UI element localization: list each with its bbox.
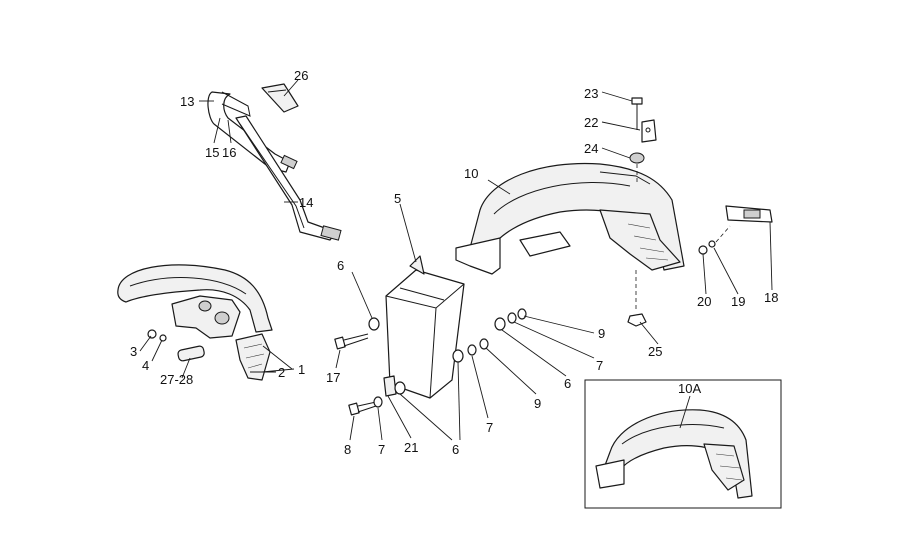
callout-labels: 13 15 16 14 26 3 4 27-28 2 1 5 6 17 8 7 … [130, 68, 778, 457]
label-7-lower: 7 [486, 420, 493, 435]
license-bracket-part [385, 255, 465, 399]
label-26: 26 [294, 68, 308, 83]
label-27-28: 27-28 [160, 372, 193, 387]
rear-fender-part [455, 162, 685, 275]
label-21: 21 [404, 440, 418, 455]
label-14: 14 [299, 195, 313, 210]
label-10a: 10A [678, 381, 701, 396]
nut-part-25 [627, 270, 647, 327]
front-fender-part [117, 264, 273, 381]
leader-lines [139, 79, 773, 441]
label-6-upper: 6 [337, 258, 344, 273]
washer-stack-upper [368, 308, 527, 331]
label-5: 5 [394, 191, 401, 206]
label-22: 22 [584, 115, 598, 130]
label-25: 25 [648, 344, 662, 359]
label-15: 15 [205, 145, 219, 160]
reflector-part [698, 205, 773, 255]
label-6-lower: 6 [452, 442, 459, 457]
label-17: 17 [326, 370, 340, 385]
label-19: 19 [731, 294, 745, 309]
label-16: 16 [222, 145, 236, 160]
label-7-lower-left: 7 [378, 442, 385, 457]
washer-stack-lower [373, 338, 489, 408]
label-20: 20 [697, 294, 711, 309]
bolt-part-8 [348, 401, 377, 416]
label-23: 23 [584, 86, 598, 101]
label-9-right: 9 [598, 326, 605, 341]
grab-rail-part [207, 91, 342, 241]
plate-part-26 [261, 83, 299, 113]
label-13: 13 [180, 94, 194, 109]
label-4: 4 [142, 358, 149, 373]
front-small-parts [147, 329, 205, 362]
label-10: 10 [464, 166, 478, 181]
label-2: 2 [278, 365, 285, 380]
label-3: 3 [130, 344, 137, 359]
bolt-part-17 [334, 333, 369, 350]
label-18: 18 [764, 290, 778, 305]
label-8: 8 [344, 442, 351, 457]
label-6-right: 6 [564, 376, 571, 391]
label-9-lower: 9 [534, 396, 541, 411]
label-1: 1 [298, 362, 305, 377]
label-7-right: 7 [596, 358, 603, 373]
label-24: 24 [584, 141, 598, 156]
inset-variant-box [584, 379, 782, 509]
